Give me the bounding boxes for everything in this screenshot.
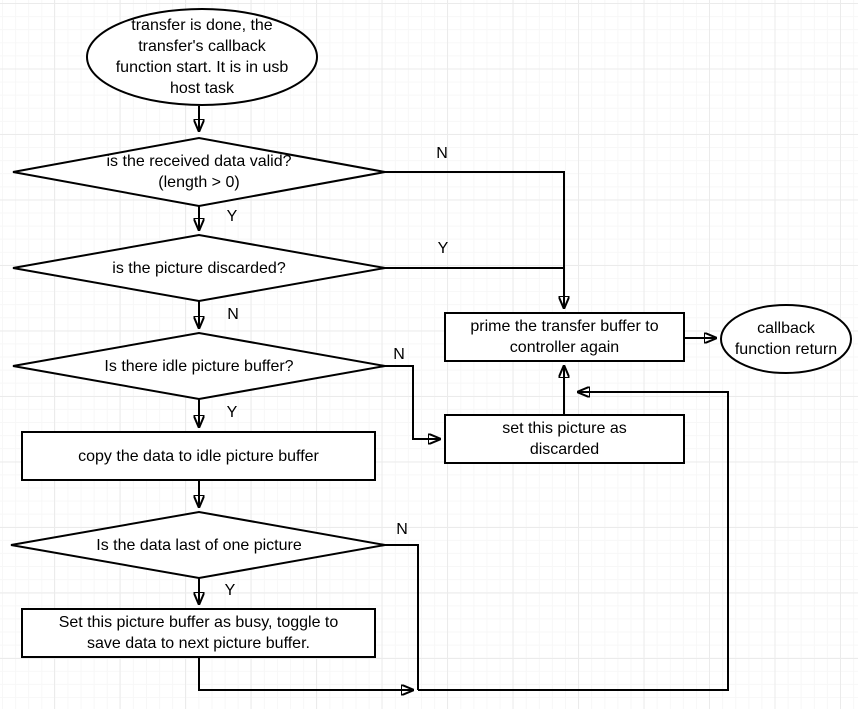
process-prime-buffer-shape	[444, 312, 685, 362]
process-prime-buffer-label: prime the transfer buffer to controller …	[470, 318, 659, 356]
process-set-busy-label: Set this picture buffer as busy, toggle …	[58, 614, 339, 652]
edge-label-idle-no: N	[393, 346, 405, 363]
process-set-busy-shape	[21, 608, 376, 658]
edge-label-last-yes: Y	[224, 582, 236, 599]
edge-label-last-no: N	[396, 521, 408, 538]
edges	[198, 106, 729, 691]
node-shapes	[10, 8, 852, 658]
decision-idle-buffer-shape	[12, 331, 386, 401]
process-copy-data-label: copy the data to idle picture buffer	[78, 447, 319, 465]
end-ellipse-shape	[720, 304, 852, 374]
process-set-discarded-shape	[444, 414, 685, 464]
decision-data-valid-label: is the received data valid? (length > 0)	[106, 153, 292, 191]
end-node-label: callback function return	[734, 320, 838, 358]
edge-label-valid-no: N	[436, 145, 448, 162]
decision-data-valid-shape	[12, 136, 386, 208]
edge-label-discarded-yes: Y	[437, 240, 449, 257]
start-ellipse-shape	[86, 8, 318, 106]
edge-last-no-down	[385, 544, 419, 690]
decision-last-data-label: Is the data last of one picture	[96, 536, 302, 554]
decision-last-data-shape	[10, 510, 386, 580]
edge-label-discarded-no: N	[227, 306, 239, 323]
edge-idle-no-to-discard	[385, 365, 440, 439]
process-set-discarded-label: set this picture as discarded	[502, 420, 627, 458]
decision-picture-discarded-label: is the picture discarded?	[112, 259, 286, 277]
edge-setbusy-to-junction	[198, 657, 413, 690]
edge-valid-no-to-prime	[385, 171, 564, 308]
edge-loop-to-prime-line	[418, 392, 729, 691]
process-copy-data-shape	[21, 431, 376, 481]
decision-picture-discarded-shape	[12, 233, 386, 303]
edge-label-valid-yes: Y	[226, 208, 238, 225]
edge-label-idle-yes: Y	[226, 404, 238, 421]
decision-idle-buffer-label: Is there idle picture buffer?	[104, 357, 294, 375]
start-node-label: transfer is done, the transfer's callbac…	[115, 17, 289, 97]
